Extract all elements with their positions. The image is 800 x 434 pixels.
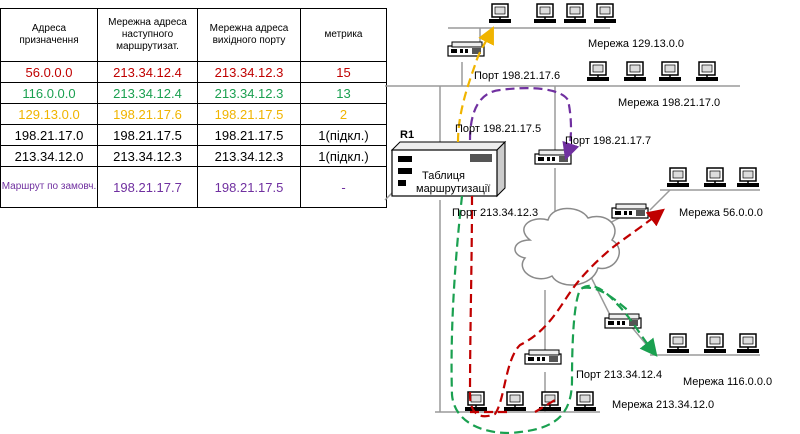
cell-next-hop: 198.21.17.7: [97, 166, 198, 208]
table-row: 213.34.12.0 213.34.12.3 213.34.12.3 1(пі…: [0, 145, 387, 167]
cell-destination: 56.0.0.0: [0, 61, 98, 83]
pc-group-129: [488, 3, 617, 24]
cell-metric: 1(підкл.): [300, 124, 387, 146]
cell-metric: -: [300, 166, 387, 208]
computer-icon: [666, 167, 690, 188]
computer-icon: [695, 61, 719, 82]
cell-out-port: 213.34.12.3: [197, 82, 301, 104]
table-row: 129.13.0.0 198.21.17.6 198.21.17.5 2: [0, 103, 387, 125]
route-yellow: [456, 26, 494, 143]
table-header-row: Адреса призначення Мережна адреса наступ…: [0, 8, 387, 62]
router-icon: [524, 349, 562, 365]
pc-group-56: [666, 167, 760, 188]
net-56-label: Мережа 56.0.0.0: [679, 207, 763, 219]
link-cloud-r116: [589, 274, 611, 316]
computer-icon: [593, 3, 617, 24]
port-17-7-label: Порт 198.21.17.7: [565, 135, 651, 147]
cell-next-hop: 213.34.12.3: [97, 145, 198, 167]
routing-table: Адреса призначення Мережна адреса наступ…: [0, 8, 387, 208]
computer-icon: [573, 391, 597, 412]
computer-icon: [736, 167, 760, 188]
cell-destination: Маршрут по замовч.: [0, 166, 98, 208]
cell-out-port: 198.21.17.5: [197, 166, 301, 208]
cell-metric: 1(підкл.): [300, 145, 387, 167]
port-12-3-label: Порт 213.34.12.3: [452, 207, 538, 219]
pc-group-116: [666, 333, 760, 354]
computer-icon: [563, 3, 587, 24]
table-row: 198.21.17.0 198.21.17.5 198.21.17.5 1(пі…: [0, 124, 387, 146]
header-next-hop: Мережна адреса наступного маршрутизат.: [97, 8, 198, 62]
routes: [450, 26, 665, 434]
network-labels: R1 Таблиця маршрутизації Мережа 129.13.0…: [400, 38, 772, 411]
computer-icon: [703, 167, 727, 188]
port-17-5-label: Порт 198.21.17.5: [455, 123, 541, 135]
cell-destination: 213.34.12.0: [0, 145, 98, 167]
computer-icon: [586, 61, 610, 82]
port-12-4-label: Порт 213.34.12.4: [576, 369, 662, 381]
route-red-tail: [470, 399, 556, 414]
net-198-label: Мережа 198.21.17.0: [618, 97, 720, 109]
cell-next-hop: 213.34.12.4: [97, 61, 198, 83]
router-icon: [534, 149, 572, 165]
route-green-branch: [581, 286, 631, 313]
computer-icon: [623, 61, 647, 82]
cell-destination: 198.21.17.0: [0, 124, 98, 146]
table-row: 116.0.0.0 213.34.12.4 213.34.12.3 13: [0, 82, 387, 104]
net-129-label: Мережа 129.13.0.0: [588, 38, 684, 50]
computer-icon: [488, 3, 512, 24]
wan-cloud: [514, 207, 620, 286]
header-metric: метрика: [300, 8, 387, 62]
computer-icon: [658, 61, 682, 82]
header-destination: Адреса призначення: [0, 8, 98, 62]
link-r56-bus: [649, 189, 671, 211]
router-icon: [611, 203, 649, 219]
table-row: Маршрут по замовч. 198.21.17.7 198.21.17…: [0, 166, 387, 208]
table-caption-line: Таблиця: [422, 170, 465, 182]
table-caption-line: маршрутизації: [416, 183, 490, 195]
net-213-label: Мережа 213.34.12.0: [612, 399, 714, 411]
pc-group-213: [464, 391, 597, 412]
port-17-6-label: Порт 198.21.17.6: [474, 70, 560, 82]
router-r1: [390, 140, 507, 198]
router-r1-label: R1: [400, 129, 414, 141]
computer-icon: [703, 333, 727, 354]
computer-icon: [666, 333, 690, 354]
cell-next-hop: 198.21.17.6: [97, 103, 198, 125]
route-purple: [468, 87, 580, 161]
computer-icon: [464, 391, 488, 412]
pc-group-198: [586, 61, 719, 82]
computer-icon: [503, 391, 527, 412]
computer-icon: [533, 3, 557, 24]
net-116-label: Мережа 116.0.0.0: [683, 376, 772, 388]
cell-destination: 116.0.0.0: [0, 82, 98, 104]
computer-icon: [736, 333, 760, 354]
route-red: [468, 195, 665, 418]
